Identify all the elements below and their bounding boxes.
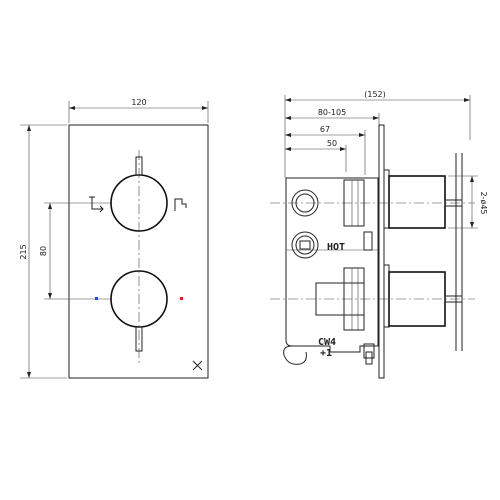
hot-marker — [180, 297, 183, 300]
brand-x-icon — [192, 360, 203, 371]
shower-icon — [89, 196, 104, 213]
overall-depth-dimension: (152) — [364, 90, 386, 99]
height-dimension: 215 — [19, 244, 28, 259]
bath-spout-icon — [174, 198, 187, 211]
body-depth-dimension: 80-105 — [318, 108, 346, 117]
width-dimension: 120 — [131, 98, 146, 107]
valve-body — [283, 177, 379, 365]
cold-inlet-label: CW4 — [318, 337, 336, 348]
lower-thermostatic-handle — [110, 270, 168, 352]
min-depth-dimension: 50 — [327, 139, 337, 148]
side-view: (152) 80-105 67 50 — [270, 90, 488, 379]
side-lower-handle — [388, 246, 463, 351]
upper-diverter-handle — [110, 156, 168, 232]
spacing-dimension: 80 — [39, 246, 48, 256]
handle-diameter-dimension: 2-ø45 — [479, 191, 488, 214]
rotation-label: +1 — [320, 348, 332, 359]
mid-depth-dimension: 67 — [320, 125, 330, 134]
side-cover-plate — [378, 124, 385, 379]
hot-inlet-label: HOT — [327, 242, 345, 253]
side-upper-handle — [388, 153, 463, 253]
cold-marker — [95, 297, 98, 300]
cover-plate — [68, 124, 209, 379]
front-view: 120 215 80 — [19, 98, 209, 379]
